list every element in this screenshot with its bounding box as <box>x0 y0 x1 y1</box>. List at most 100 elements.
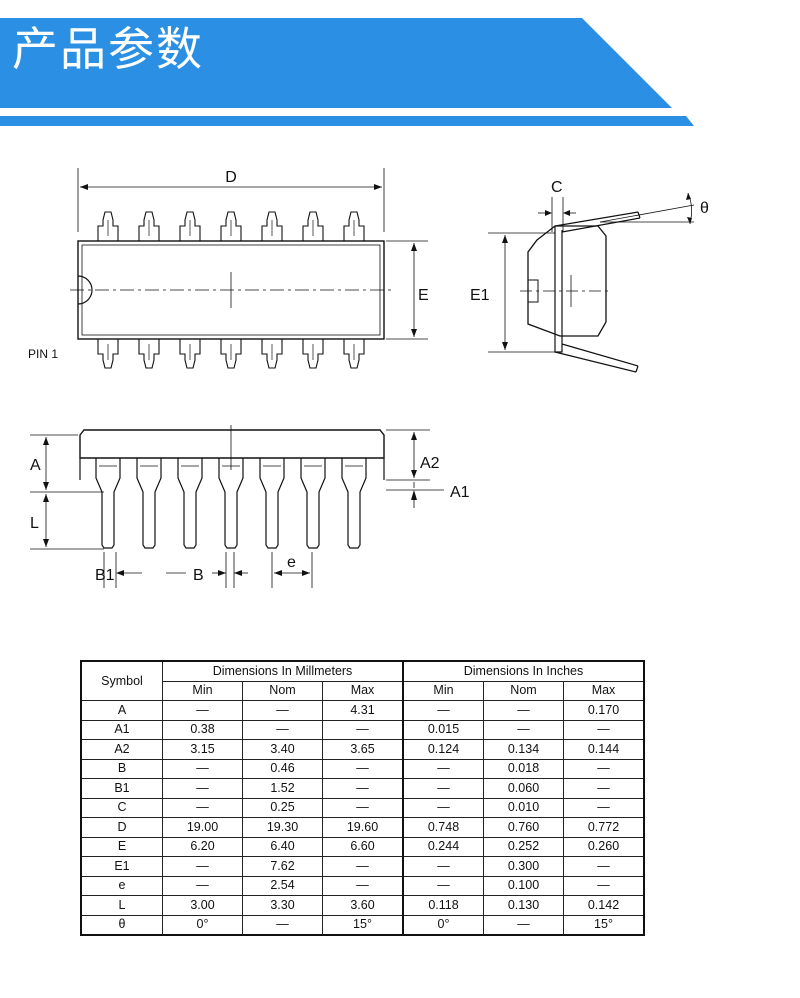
table-cell: — <box>483 719 564 740</box>
table-cell: 3.15 <box>162 739 243 760</box>
table-cell-symbol: C <box>80 797 163 818</box>
table-cell: — <box>162 797 243 818</box>
table-cell: 0.244 <box>402 836 484 857</box>
label-L: L <box>30 515 39 532</box>
lead-side <box>95 458 121 549</box>
label-pin1: PIN 1 <box>28 347 58 361</box>
table-cell: — <box>563 778 645 799</box>
table-cell: — <box>563 797 645 818</box>
table-cell: 0.142 <box>563 895 645 916</box>
pin-top <box>179 211 201 241</box>
pin-top <box>261 211 283 241</box>
table-cell: 1.52 <box>242 778 323 799</box>
table-cell: 0.38 <box>162 719 243 740</box>
table-cell: 0.144 <box>563 739 645 760</box>
table-cell: 0.300 <box>483 856 564 877</box>
table-row: A——4.31——0.170 <box>80 700 645 721</box>
table-cell: 3.60 <box>322 895 404 916</box>
label-A: A <box>30 457 41 474</box>
table-cell-symbol: E1 <box>80 856 163 877</box>
table-cell-symbol: A2 <box>80 739 163 760</box>
label-A2: A2 <box>420 455 440 472</box>
table-cell: 4.31 <box>322 700 404 721</box>
col-in-max: Max <box>563 680 645 701</box>
end-view: C θ E1 <box>470 179 709 373</box>
table-cell: 19.30 <box>242 817 323 838</box>
pin-bottom <box>179 339 201 369</box>
table-cell: 19.60 <box>322 817 404 838</box>
banner-shape <box>0 18 694 126</box>
table-subheader-row: Min Nom Max Min Nom Max <box>81 680 645 701</box>
table-cell: — <box>162 758 243 779</box>
table-cell: 15° <box>563 914 645 936</box>
lead-side <box>177 458 203 549</box>
table-row: e—2.54——0.100— <box>80 875 645 896</box>
table-cell: 0.015 <box>402 719 484 740</box>
dimension-table-container: Symbol Dimensions In Millmeters Dimensio… <box>80 660 645 936</box>
table-cell: 0.46 <box>242 758 323 779</box>
col-group-mm: Dimensions In Millmeters <box>162 660 404 682</box>
table-cell: 0.25 <box>242 797 323 818</box>
pin-top <box>138 211 160 241</box>
dimension-table: Symbol Dimensions In Millmeters Dimensio… <box>80 660 645 936</box>
lead-side <box>136 458 162 549</box>
table-cell: 6.40 <box>242 836 323 857</box>
table-cell: — <box>322 778 404 799</box>
table-cell: 0.772 <box>563 817 645 838</box>
table-cell-symbol: θ <box>80 914 163 936</box>
lead-side <box>259 458 285 549</box>
table-cell: — <box>563 719 645 740</box>
pin-bottom <box>261 339 283 369</box>
table-cell-symbol: B <box>80 758 163 779</box>
table-cell: — <box>402 758 484 779</box>
top-view: D E PIN 1 <box>28 168 429 369</box>
table-cell: — <box>322 797 404 818</box>
table-cell: — <box>162 778 243 799</box>
table-cell: 0.130 <box>483 895 564 916</box>
table-cell: — <box>563 856 645 877</box>
lead-side <box>300 458 326 549</box>
table-cell-symbol: E <box>80 836 163 857</box>
pin-bottom <box>220 339 242 369</box>
table-cell: 0° <box>162 914 243 936</box>
col-group-inch: Dimensions In Inches <box>402 660 645 682</box>
table-cell: — <box>322 856 404 877</box>
pin-top <box>97 211 119 241</box>
table-cell: — <box>322 758 404 779</box>
table-cell: 3.30 <box>242 895 323 916</box>
label-E: E <box>418 287 429 304</box>
pin-bottom <box>138 339 160 369</box>
table-cell: 0.134 <box>483 739 564 760</box>
table-cell: — <box>162 875 243 896</box>
table-cell: — <box>402 778 484 799</box>
pin-bottom <box>302 339 324 369</box>
table-cell: — <box>563 758 645 779</box>
table-cell-symbol: B1 <box>80 778 163 799</box>
table-cell: 0.170 <box>563 700 645 721</box>
table-cell: — <box>162 856 243 877</box>
label-B1: B1 <box>95 567 115 584</box>
table-cell: — <box>402 856 484 877</box>
lead-side <box>341 458 367 549</box>
col-symbol: Symbol <box>80 660 163 701</box>
table-row: B—0.46——0.018— <box>80 758 645 779</box>
table-cell: 0.252 <box>483 836 564 857</box>
pin-bottom <box>343 339 365 369</box>
table-cell: 0.748 <box>402 817 484 838</box>
label-C: C <box>551 179 563 196</box>
table-cell: 3.40 <box>242 739 323 760</box>
lead-side <box>218 458 244 549</box>
side-view: A L A2 A1 B1 B <box>30 425 470 588</box>
table-cell-symbol: A <box>80 700 163 721</box>
label-D: D <box>225 169 237 186</box>
table-cell: — <box>242 914 323 936</box>
table-cell: — <box>483 700 564 721</box>
table-cell: 15° <box>322 914 404 936</box>
table-row: B1—1.52——0.060— <box>80 778 645 799</box>
table-cell: — <box>483 914 564 936</box>
pin-top <box>343 211 365 241</box>
